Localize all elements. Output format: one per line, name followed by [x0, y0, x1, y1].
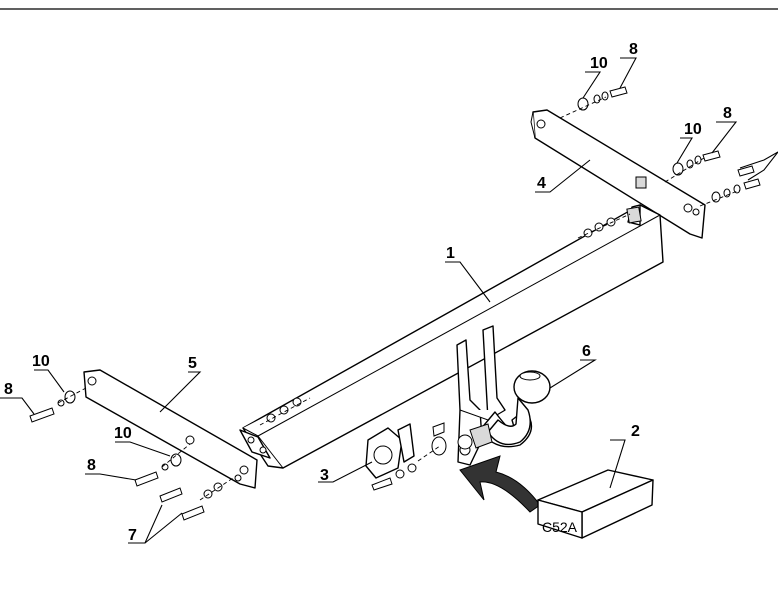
callout-leaders [0, 57, 778, 544]
callout-1: 1 [446, 245, 455, 262]
main-crossbar [239, 204, 664, 469]
callout-4: 4 [537, 175, 546, 192]
socket-plate [365, 422, 447, 491]
callout-10-mid: 10 [114, 425, 132, 442]
tow-ball-hitch [457, 370, 551, 450]
callout-8-mid: 8 [87, 457, 96, 474]
left-mounting-bracket [83, 369, 258, 489]
callout-5: 5 [188, 355, 197, 372]
callout-3: 3 [320, 467, 329, 484]
right-bracket-hardware [559, 86, 761, 207]
callout-10-right: 10 [684, 121, 702, 138]
callout-10-top: 10 [590, 55, 608, 72]
direction-arrow [459, 455, 541, 513]
callout-7: 7 [128, 527, 137, 544]
callout-2: 2 [631, 423, 640, 440]
callout-8-right: 8 [723, 105, 732, 122]
left-bracket-hardware [29, 387, 237, 521]
crossbar-end-hardware [259, 213, 631, 426]
callout-10-left: 10 [32, 353, 50, 370]
callout-8-left: 8 [4, 381, 13, 398]
callout-8-top: 8 [629, 41, 638, 58]
package-box [537, 469, 654, 539]
package-box-label: C52A [542, 519, 578, 535]
callout-6: 6 [582, 343, 591, 360]
right-mounting-bracket [530, 109, 706, 239]
